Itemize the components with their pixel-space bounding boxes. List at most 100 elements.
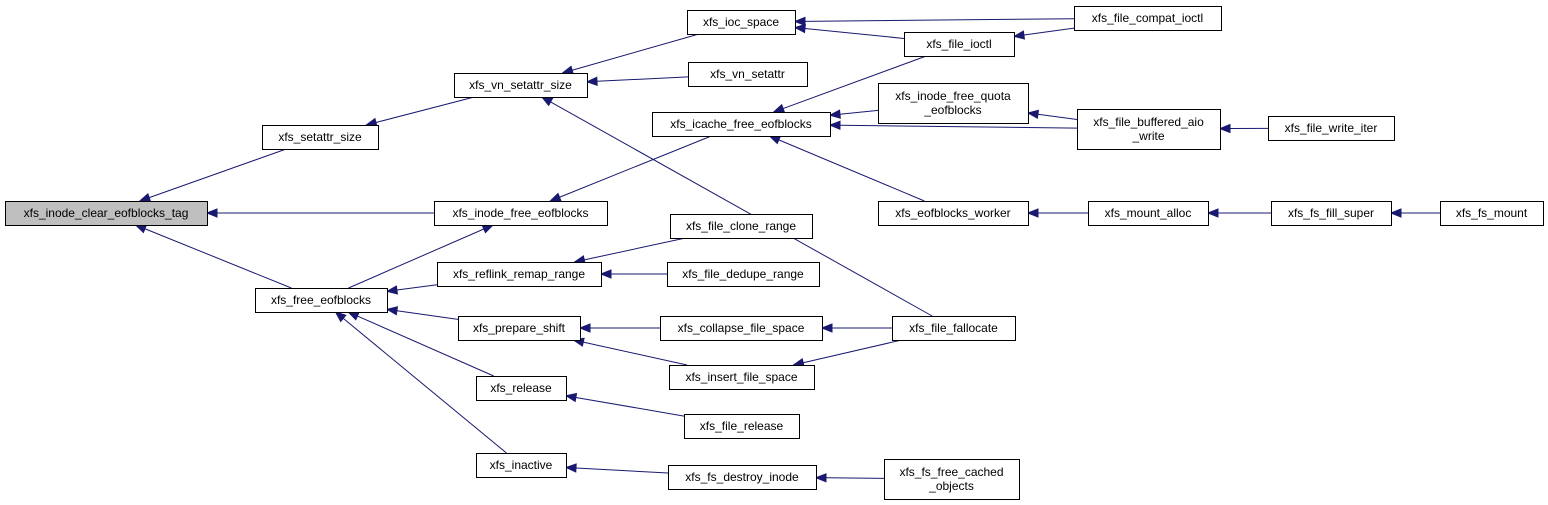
call-edge-n_buffered-to-n_quota xyxy=(1037,113,1078,120)
node-label: xfs_collapse_file_space xyxy=(678,321,805,335)
node-box xyxy=(1271,201,1392,226)
node-label: xfs_inode_free_eofblocks xyxy=(452,206,588,220)
node-box xyxy=(437,262,602,287)
node-box xyxy=(684,414,800,439)
node-box xyxy=(476,376,567,401)
node-label: xfs_free_eofblocks xyxy=(271,293,371,307)
node-box xyxy=(660,316,823,341)
call-edge-n_release-to-n_freeeof xyxy=(357,315,494,377)
node-box xyxy=(668,465,817,490)
node-box xyxy=(878,83,1029,124)
function-node-n_vnsetattr[interactable]: xfs_vn_setattr xyxy=(688,62,808,87)
node-box xyxy=(458,316,581,341)
function-node-n_quota[interactable]: xfs_inode_free_quota_eofblocks xyxy=(878,83,1029,124)
call-edge-n_icache-to-n_inofree xyxy=(559,135,712,198)
function-node-n_freeeof[interactable]: xfs_free_eofblocks xyxy=(255,288,388,313)
call-edge-n_frel-to-n_release xyxy=(575,396,685,417)
node-label: xfs_release xyxy=(490,381,552,395)
node-label: xfs_vn_setattr_size xyxy=(469,78,572,92)
node-box xyxy=(1077,109,1221,150)
function-node-n_fsmount[interactable]: xfs_fs_mount xyxy=(1440,201,1544,226)
node-label: xfs_fs_destroy_inode xyxy=(685,470,799,484)
function-node-n_inofree[interactable]: xfs_inode_free_eofblocks xyxy=(434,201,608,226)
node-label: xfs_fs_fill_super xyxy=(1288,206,1374,220)
node-label: xfs_reflink_remap_range xyxy=(453,267,585,281)
call-edge-n_compat-to-n_ioctl xyxy=(1023,27,1075,36)
arrowhead-icon xyxy=(334,311,347,323)
arrowhead-icon xyxy=(1012,30,1026,40)
function-node-n_ioctl[interactable]: xfs_file_ioctl xyxy=(904,32,1015,57)
node-label: xfs_file_write_iter xyxy=(1285,121,1378,135)
node-box xyxy=(670,214,813,239)
arrowhead-icon xyxy=(138,193,152,202)
arrowhead-icon xyxy=(793,23,806,34)
node-label: xfs_inode_clear_eofblocks_tag xyxy=(24,206,189,220)
function-node-n_insert[interactable]: xfs_insert_file_space xyxy=(669,365,815,390)
node-label: xfs_file_dedupe_range xyxy=(682,267,804,281)
node-label: xfs_icache_free_eofblocks xyxy=(670,117,811,131)
function-node-n_reflink[interactable]: xfs_reflink_remap_range xyxy=(437,262,602,287)
node-box xyxy=(255,288,388,313)
node-box xyxy=(5,201,208,226)
node-label: xfs_vn_setattr xyxy=(710,67,785,81)
node-label: xfs_fs_free_cached xyxy=(899,465,1003,479)
call-edge-n_clone-to-n_reflink xyxy=(584,237,686,261)
call-edge-n_eofwork-to-n_icache xyxy=(778,139,925,202)
node-box xyxy=(687,10,796,35)
node-box xyxy=(878,201,1029,226)
call-edge-n_setsize-to-n_clear xyxy=(149,148,287,199)
function-node-n_cached[interactable]: xfs_fs_free_cached_objects xyxy=(884,459,1020,500)
call-edge-n_inactive-to-n_freeeof xyxy=(342,317,507,454)
function-node-n_mount[interactable]: xfs_mount_alloc xyxy=(1088,201,1209,226)
function-node-n_iocspace[interactable]: xfs_ioc_space xyxy=(687,10,796,35)
function-node-n_falloc[interactable]: xfs_file_fallocate xyxy=(892,316,1016,341)
function-node-n_collapse[interactable]: xfs_collapse_file_space xyxy=(660,316,823,341)
node-box xyxy=(1074,6,1222,31)
call-edge-n_compat-to-n_iocspace xyxy=(804,18,1075,22)
function-node-n_clone[interactable]: xfs_file_clone_range xyxy=(670,214,813,239)
node-box xyxy=(904,32,1015,57)
function-node-n_eofwork[interactable]: xfs_eofblocks_worker xyxy=(878,201,1029,226)
arrowhead-icon xyxy=(134,224,148,234)
call-edge-n_falloc-to-n_insert xyxy=(803,339,902,364)
node-label: xfs_fs_mount xyxy=(1456,206,1528,220)
node-box xyxy=(652,112,831,137)
arrowhead-icon xyxy=(1026,109,1040,120)
function-node-n_writeiter[interactable]: xfs_file_write_iter xyxy=(1268,116,1395,141)
call-edge-n_ioctl-to-n_icache xyxy=(782,55,927,110)
arrowhead-icon xyxy=(599,269,612,279)
nodes-layer: xfs_inode_clear_eofblocks_tag xfs_setattr… xyxy=(5,6,1544,500)
function-node-n_dedupe[interactable]: xfs_file_dedupe_range xyxy=(667,262,820,287)
node-box xyxy=(884,459,1020,500)
node-box xyxy=(688,62,808,87)
function-node-n_frel[interactable]: xfs_file_release xyxy=(684,414,800,439)
function-node-n_inactive[interactable]: xfs_inactive xyxy=(476,453,567,478)
arrowhead-icon xyxy=(1206,208,1219,218)
call-edge-n_falloc-to-n_vnset xyxy=(550,101,933,317)
node-label: xfs_file_clone_range xyxy=(686,219,796,233)
function-node-n_fsdestroy[interactable]: xfs_fs_destroy_inode xyxy=(668,465,817,490)
call-edge-n_iocspace-to-n_vnset xyxy=(571,33,700,71)
call-edge-n_prep-to-n_freeeof xyxy=(396,310,459,320)
function-node-n_buffered[interactable]: xfs_file_buffered_aio_write xyxy=(1077,109,1221,150)
function-node-n_release[interactable]: xfs_release xyxy=(476,376,567,401)
arrowhead-icon xyxy=(540,96,554,107)
function-node-n_setsize[interactable]: xfs_setattr_size xyxy=(262,125,379,150)
node-label: xfs_insert_file_space xyxy=(685,370,797,384)
arrowhead-icon xyxy=(578,323,591,333)
function-node-n_clear: xfs_inode_clear_eofblocks_tag xyxy=(5,201,208,226)
function-node-n_prep[interactable]: xfs_prepare_shift xyxy=(458,316,581,341)
function-node-n_fillsuper[interactable]: xfs_fs_fill_super xyxy=(1271,201,1392,226)
arrowhead-icon xyxy=(820,323,833,333)
function-node-n_icache[interactable]: xfs_icache_free_eofblocks xyxy=(652,112,831,137)
node-label: xfs_file_compat_ioctl xyxy=(1092,11,1203,25)
call-edge-n_vnset-to-n_setsize xyxy=(375,96,475,123)
arrowhead-icon xyxy=(385,285,399,295)
function-node-n_compat[interactable]: xfs_file_compat_ioctl xyxy=(1074,6,1222,31)
function-node-n_vnset[interactable]: xfs_vn_setattr_size xyxy=(454,73,588,98)
arrowhead-icon xyxy=(205,208,218,218)
arrowhead-icon xyxy=(814,473,827,483)
node-box xyxy=(434,201,608,226)
arrowhead-icon xyxy=(1218,123,1231,134)
arrowhead-icon xyxy=(768,135,782,145)
